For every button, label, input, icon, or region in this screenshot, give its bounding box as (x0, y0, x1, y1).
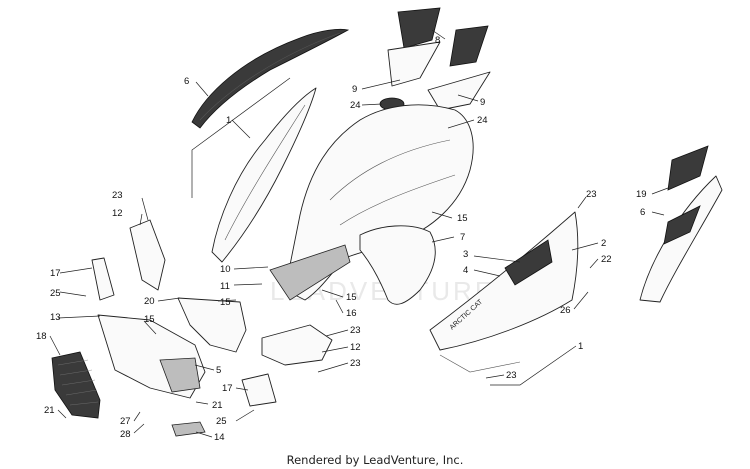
part-right-inner-decal[interactable] (663, 205, 701, 245)
callout-19[interactable]: 19 (636, 189, 647, 200)
callout-23-e[interactable]: 23 (506, 370, 517, 381)
callout-14[interactable]: 14 (214, 432, 225, 443)
callout-28[interactable]: 28 (120, 429, 131, 440)
callout-23-d[interactable]: 23 (586, 189, 597, 200)
part-left-clip[interactable] (91, 257, 115, 301)
part-small-vent[interactable] (241, 373, 277, 407)
part-hood-lower[interactable] (269, 244, 351, 301)
part-vent-duct-right[interactable] (427, 71, 491, 111)
callout-18[interactable]: 18 (36, 331, 47, 342)
callout-23-a[interactable]: 23 (112, 190, 123, 201)
callout-5[interactable]: 5 (216, 365, 221, 376)
callout-1-left[interactable]: 1 (226, 115, 231, 126)
callout-15-b[interactable]: 15 (220, 297, 231, 308)
part-vent-duct-left[interactable] (387, 41, 441, 87)
callout-26[interactable]: 26 (560, 305, 571, 316)
callout-2[interactable]: 2 (601, 238, 606, 249)
callout-7[interactable]: 7 (460, 232, 465, 243)
leader-lines (49, 29, 669, 438)
part-right-outer-panel[interactable] (639, 175, 723, 303)
part-inner-panel[interactable] (359, 225, 436, 305)
part-grille[interactable] (51, 351, 101, 419)
callout-15-c[interactable]: 15 (346, 292, 357, 303)
callout-23-b[interactable]: 23 (350, 325, 361, 336)
callout-11[interactable]: 11 (220, 281, 230, 292)
callout-22[interactable]: 22 (601, 254, 612, 265)
callout-20[interactable]: 20 (144, 296, 155, 307)
callout-8[interactable]: 8 (435, 35, 440, 46)
part-headlight-bezel[interactable] (159, 357, 201, 393)
callout-21-a[interactable]: 21 (212, 400, 223, 411)
callout-3[interactable]: 3 (463, 249, 468, 260)
callout-25-b[interactable]: 25 (216, 416, 227, 427)
callout-15-a[interactable]: 15 (457, 213, 468, 224)
part-upper-vent[interactable] (397, 7, 441, 49)
callout-1-right[interactable]: 1 (578, 341, 583, 352)
callout-17-b[interactable]: 17 (222, 383, 233, 394)
callout-24-right[interactable]: 24 (477, 115, 488, 126)
part-center-brace[interactable] (261, 324, 333, 366)
part-windshield-trim[interactable] (191, 28, 350, 129)
callout-16[interactable]: 16 (346, 308, 357, 319)
callout-6-right[interactable]: 6 (640, 207, 645, 218)
callout-6-left[interactable]: 6 (184, 76, 189, 87)
callout-17-a[interactable]: 17 (50, 268, 61, 279)
footer-credit: Rendered by LeadVenture, Inc. (287, 453, 464, 467)
callout-12-b[interactable]: 12 (350, 342, 361, 353)
callout-12-a[interactable]: 12 (112, 208, 123, 219)
part-left-bracket[interactable] (129, 219, 166, 291)
callout-23-c[interactable]: 23 (350, 358, 361, 369)
callout-21-b[interactable]: 21 (44, 405, 55, 416)
part-upper-vent-right[interactable] (449, 25, 489, 67)
part-small-plate[interactable] (171, 421, 206, 437)
callout-9-left[interactable]: 9 (352, 84, 357, 95)
callout-13[interactable]: 13 (50, 312, 61, 323)
part-right-outer-decal[interactable] (667, 145, 709, 191)
callout-15-d[interactable]: 15 (144, 314, 155, 325)
part-left-side-panel[interactable] (211, 87, 317, 263)
callout-25-a[interactable]: 25 (50, 288, 61, 299)
callout-27[interactable]: 27 (120, 416, 131, 427)
callout-4[interactable]: 4 (463, 265, 468, 276)
callout-10[interactable]: 10 (220, 264, 231, 275)
part-right-decal[interactable] (504, 239, 553, 286)
callouts: 6 1 8 9 24 9 24 15 7 23 12 17 25 20 15 1… (36, 35, 647, 443)
callout-9-right[interactable]: 9 (480, 97, 485, 108)
part-lower-air-dam[interactable] (177, 297, 247, 353)
callout-24-left[interactable]: 24 (350, 100, 361, 111)
